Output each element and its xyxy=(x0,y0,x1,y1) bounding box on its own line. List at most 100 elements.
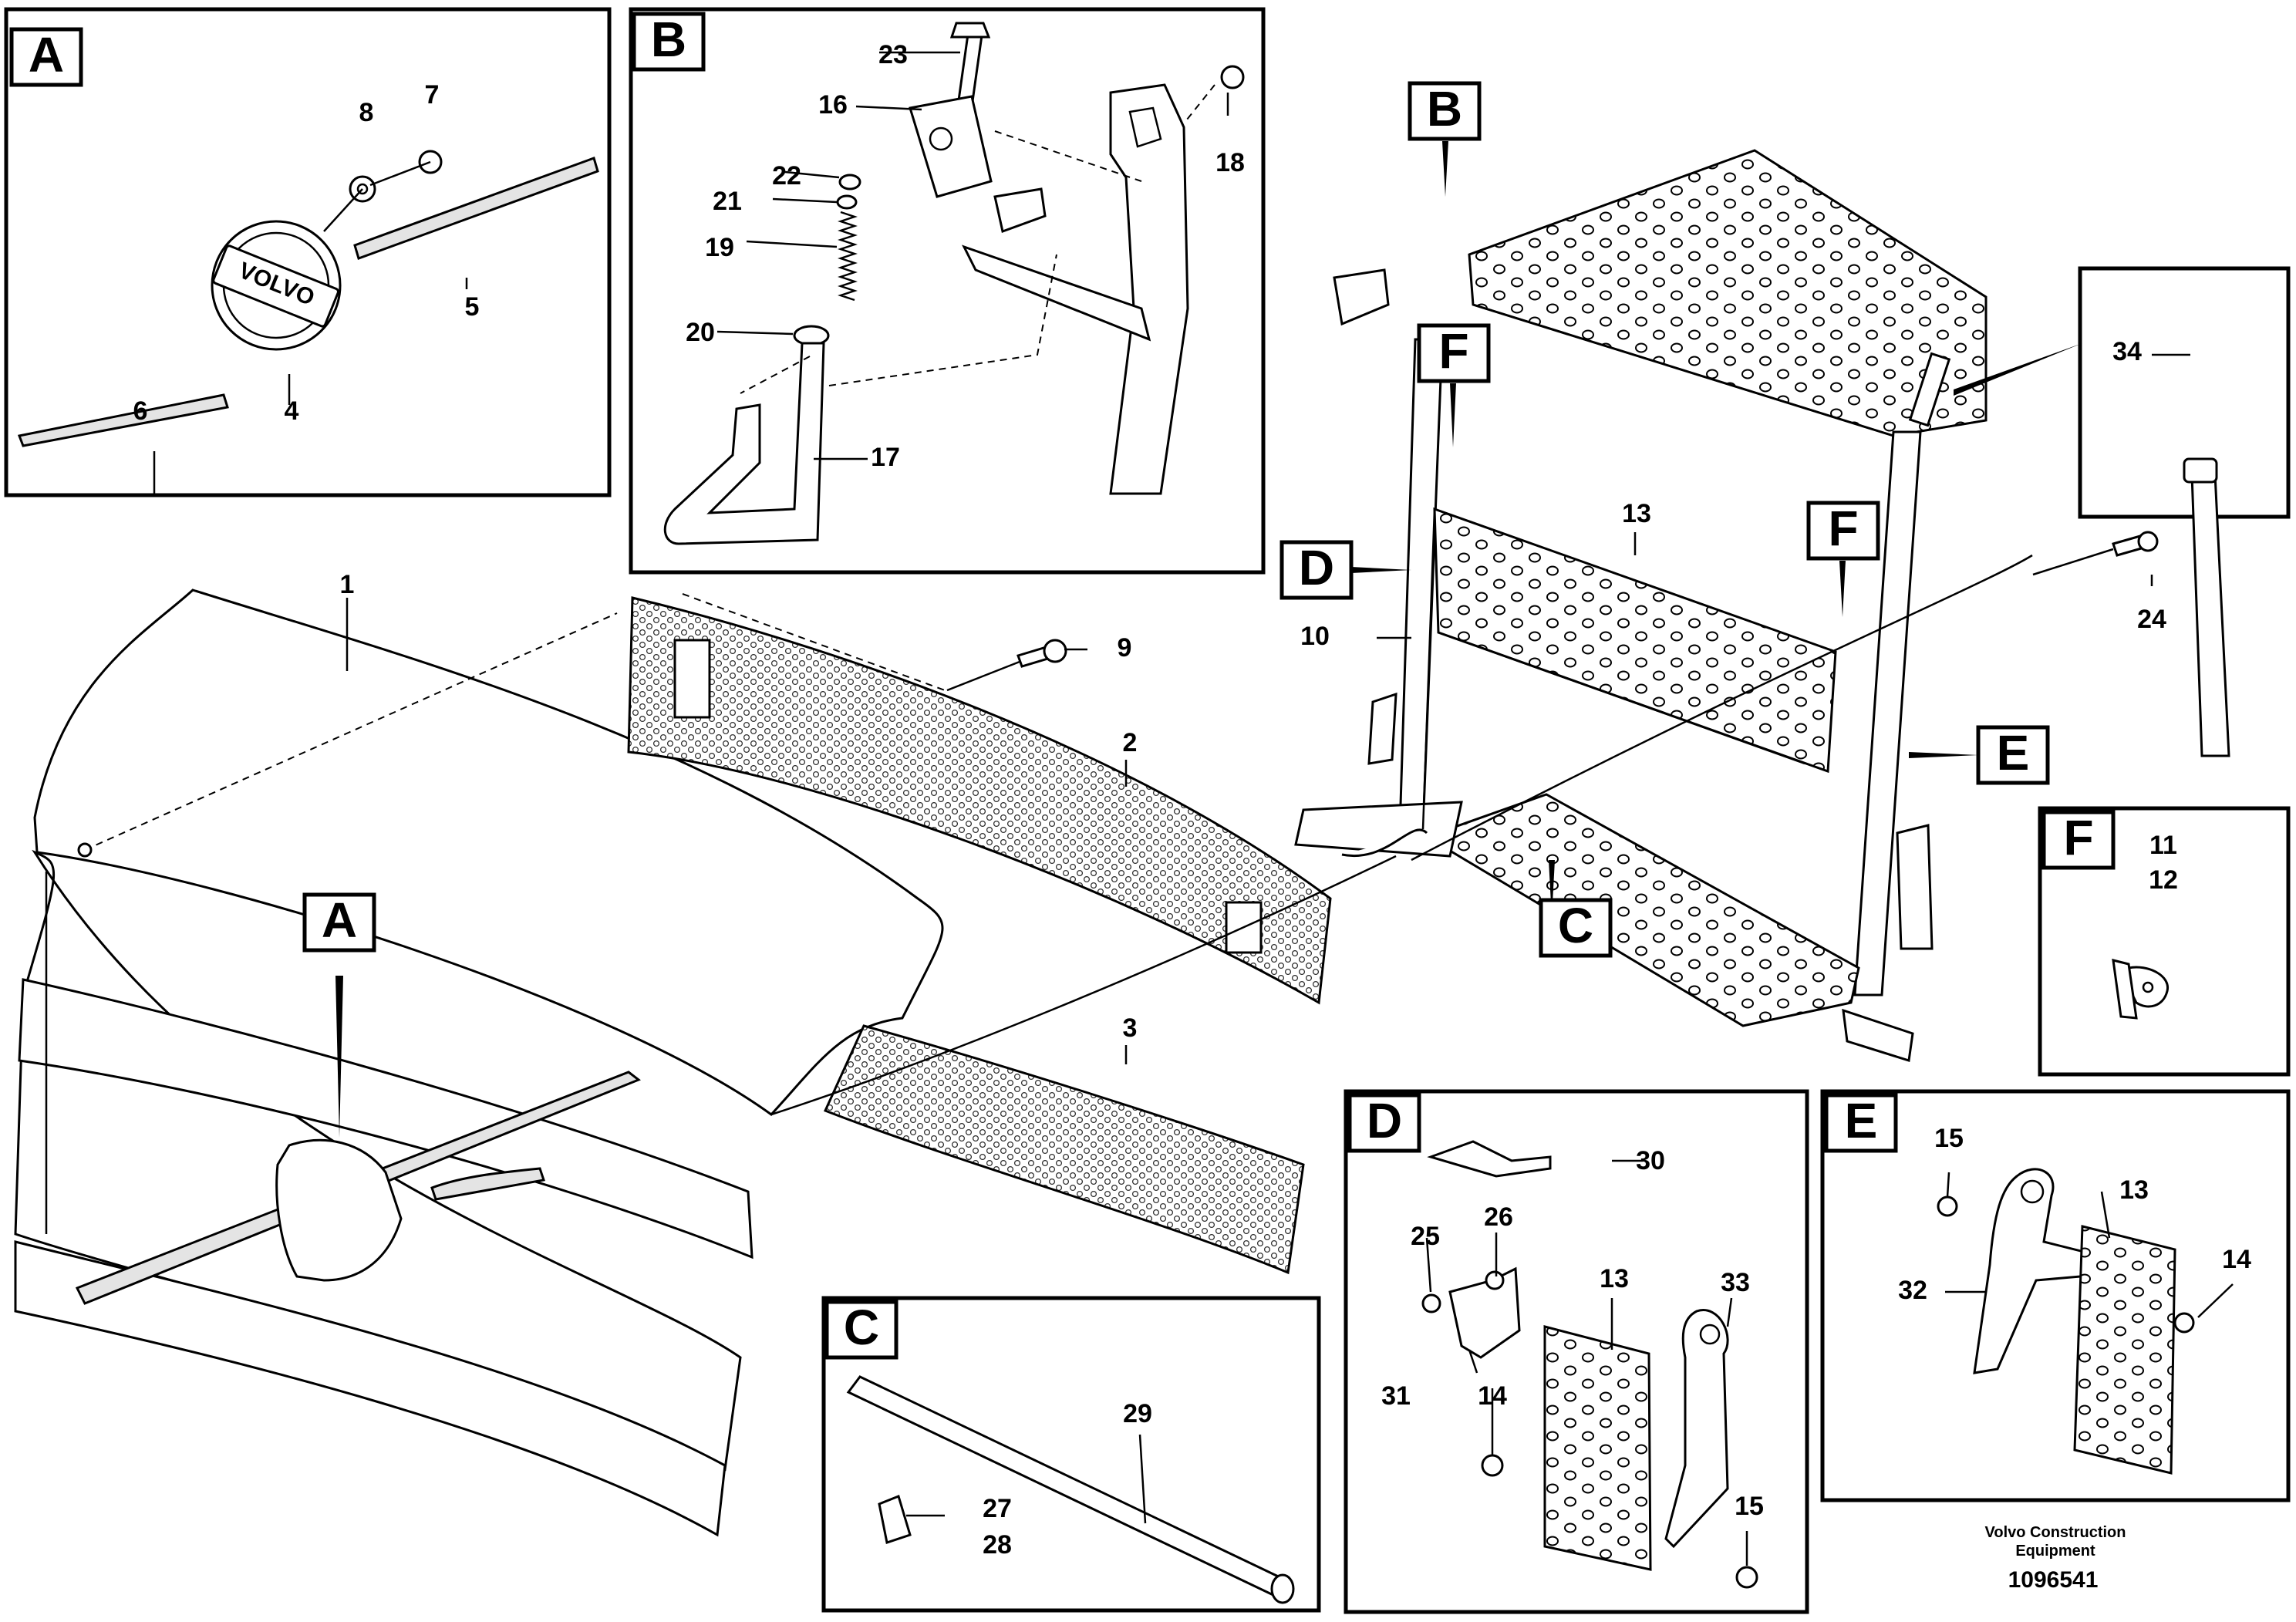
callout-tag-e-main xyxy=(1976,725,2050,785)
publisher-credit: Volvo Construction Equipment 1096541 xyxy=(1985,1524,2126,1593)
part-label-10: 10 xyxy=(1300,622,1330,651)
part-label-9: 9 xyxy=(1118,633,1132,663)
part-label-16: 16 xyxy=(818,90,848,120)
mid-step-13 xyxy=(1433,507,1837,774)
clip-27-28 xyxy=(878,1494,912,1544)
callout-letter-labels: A B C D E F A B F F D E C xyxy=(9,12,2116,1360)
callout-letter-a-detail: A xyxy=(29,27,64,83)
callout-letter-b-main: B xyxy=(1427,81,1462,137)
hinge-bracket-16 xyxy=(909,95,993,198)
callout-letter-e-detail: E xyxy=(1845,1093,1878,1148)
part-label-3: 3 xyxy=(1123,1013,1138,1043)
callout-tag-c-detail xyxy=(824,1300,899,1360)
callout-letter-d-detail: D xyxy=(1367,1093,1402,1148)
handle-17 xyxy=(663,342,825,545)
part-label-6: 6 xyxy=(133,396,148,426)
rod-29 xyxy=(846,1375,1290,1598)
trim-strip-right xyxy=(353,157,599,260)
emblem-assembly: VOLVO xyxy=(17,150,599,447)
callout-tag-e-detail xyxy=(1824,1093,1898,1153)
callout-letter-e-main: E xyxy=(1997,725,2030,781)
callout-tag-a-detail xyxy=(9,27,83,87)
spacer-11-12 xyxy=(2123,966,2169,1008)
part-label-11: 11 xyxy=(2149,831,2177,860)
callout-tag-f-main-left xyxy=(1417,323,1491,383)
callout-letter-f-main-right: F xyxy=(1828,501,1858,556)
rod-assembly xyxy=(846,1375,1295,1604)
part-label-17: 17 xyxy=(871,443,900,472)
grille-bar-upper xyxy=(18,978,754,1259)
part-label-15-e: 15 xyxy=(1934,1124,1964,1153)
part-label-20: 20 xyxy=(686,318,715,347)
plate-13-e xyxy=(2073,1225,2176,1475)
washer-20 xyxy=(793,325,830,346)
callout-tag-d-detail xyxy=(1347,1093,1421,1153)
part-label-24: 24 xyxy=(2137,605,2166,634)
detail-frame-a xyxy=(4,7,612,497)
part-label-23: 23 xyxy=(878,40,908,69)
part-label-14-d: 14 xyxy=(1478,1381,1507,1411)
part-label-5: 5 xyxy=(465,292,480,322)
part-label-14-e: 14 xyxy=(2222,1245,2251,1274)
part-label-25: 25 xyxy=(1411,1222,1440,1251)
part-label-13-d: 13 xyxy=(1600,1264,1629,1293)
callout-letter-f-detail: F xyxy=(2063,810,2093,865)
detail-frame-e xyxy=(1820,1089,2291,1502)
leader-lines xyxy=(153,51,2234,1566)
detail-e-parts xyxy=(1937,1168,2195,1475)
part-label-4: 4 xyxy=(285,396,299,426)
callout-tag-c-main xyxy=(1539,898,1613,958)
bottom-step xyxy=(1424,793,1860,1027)
part-number-labels: 1 2 3 4 5 6 7 8 9 10 11 12 13 13 13 14 1… xyxy=(133,40,2251,1560)
callout-tags xyxy=(335,141,2082,1138)
part-label-13-e: 13 xyxy=(2119,1175,2149,1205)
bracket-31 xyxy=(1448,1266,1521,1359)
callout-tag-b-detail xyxy=(632,12,706,72)
callout-letter-b-detail: B xyxy=(651,12,686,67)
part-label-12: 12 xyxy=(2149,865,2178,895)
detail-frames xyxy=(4,7,2291,1614)
part-label-27: 27 xyxy=(983,1494,1012,1523)
part-label-18: 18 xyxy=(1215,148,1245,177)
part-label-34: 34 xyxy=(2112,337,2142,366)
part-label-26: 26 xyxy=(1484,1202,1513,1232)
plate-13-d xyxy=(1543,1325,1652,1571)
part-label-32: 32 xyxy=(1898,1276,1927,1305)
mesh-lower-3 xyxy=(823,1024,1305,1275)
detail-frame-b xyxy=(629,7,1266,575)
front-grille-assembly xyxy=(14,588,1332,1537)
part-label-31: 31 xyxy=(1381,1381,1411,1411)
spring-19 xyxy=(838,211,858,302)
part-label-33: 33 xyxy=(1721,1268,1750,1297)
credit-line-2: Equipment xyxy=(2015,1543,2095,1560)
step-frame-b xyxy=(1109,83,1189,495)
callout-letter-a-main: A xyxy=(322,892,357,948)
washer-22 xyxy=(838,174,861,191)
ladder-frame-right xyxy=(1853,430,1922,996)
callout-tag-b-main xyxy=(1408,81,1482,141)
callout-letter-c-detail: C xyxy=(844,1300,879,1355)
step-ladder-assembly xyxy=(770,149,2230,1116)
part-label-28: 28 xyxy=(983,1530,1012,1560)
part-label-21: 21 xyxy=(713,187,742,216)
part-label-19: 19 xyxy=(705,233,734,262)
trim-strip-left xyxy=(17,393,229,447)
detail-frame-d xyxy=(1344,1089,1809,1614)
callout-letter-f-main-left: F xyxy=(1438,323,1468,379)
part-label-13-main: 13 xyxy=(1622,499,1651,528)
callout-tag-f-main-right xyxy=(1806,501,1880,561)
callout-letter-d-main: D xyxy=(1299,540,1334,595)
top-step-tread xyxy=(1468,149,1988,437)
detail-frame-f xyxy=(2038,806,2291,1077)
grille-bar-lower xyxy=(14,1240,727,1537)
detail-d-parts xyxy=(1421,1140,1758,1589)
callout-tag-d-main xyxy=(1279,540,1354,600)
part-label-29: 29 xyxy=(1123,1399,1152,1428)
mesh-upper-2 xyxy=(627,596,1332,1005)
callout-tag-a-main xyxy=(302,892,376,953)
bracket-32 xyxy=(1973,1168,2127,1374)
callout-tag-f-detail xyxy=(2041,810,2116,870)
bolt-18 xyxy=(1220,65,1245,89)
lever-33 xyxy=(1664,1309,1729,1549)
